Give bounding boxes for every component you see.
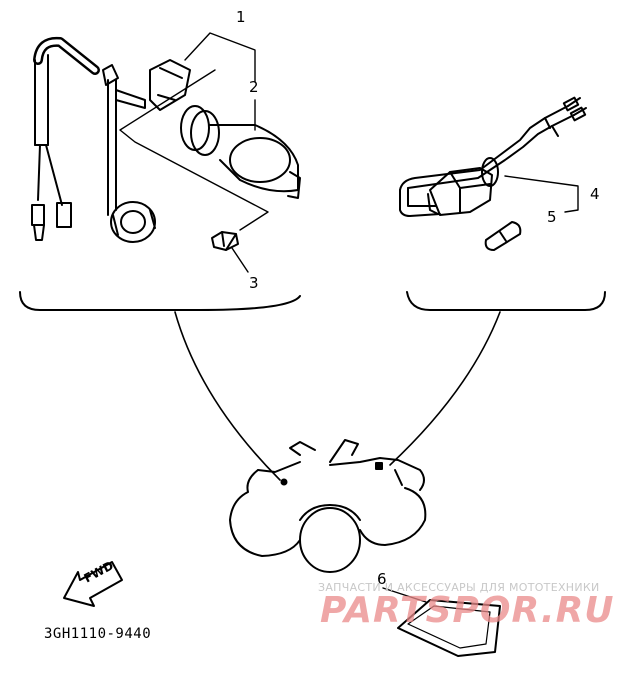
lever-bracket <box>102 64 156 243</box>
leader-4 <box>504 175 579 213</box>
leader-3 <box>231 247 249 273</box>
group-outline <box>119 69 269 231</box>
callout-4: 4 <box>590 185 600 203</box>
wire-lead <box>31 36 100 241</box>
diagram-code: 3GH1110-9440 <box>44 626 152 642</box>
callout-2: 2 <box>249 78 259 96</box>
leader-6 <box>382 587 427 603</box>
right-group-bracket <box>406 291 606 311</box>
callout-5: 5 <box>547 208 557 226</box>
manual-pack <box>397 599 501 657</box>
callout-6: 6 <box>377 570 387 588</box>
fwd-arrow-icon <box>63 561 123 607</box>
callout-3: 3 <box>249 274 259 292</box>
watermark-logo: PARTSPOR.RU <box>320 590 615 631</box>
callout-1: 1 <box>236 8 246 26</box>
fuse <box>484 221 522 251</box>
throttle-assembly <box>149 59 301 199</box>
watermark-tagline: ЗАПЧАСТИ И АКСЕССУАРЫ ДЛЯ МОТОТЕХНИКИ <box>318 581 600 594</box>
leader-line-right <box>389 311 501 466</box>
leader-1 <box>184 32 256 83</box>
leader-line-left <box>174 311 281 481</box>
switch-assembly <box>399 96 587 217</box>
left-group-bracket <box>19 291 301 311</box>
atv-outline <box>229 439 427 573</box>
bolt <box>211 231 239 251</box>
